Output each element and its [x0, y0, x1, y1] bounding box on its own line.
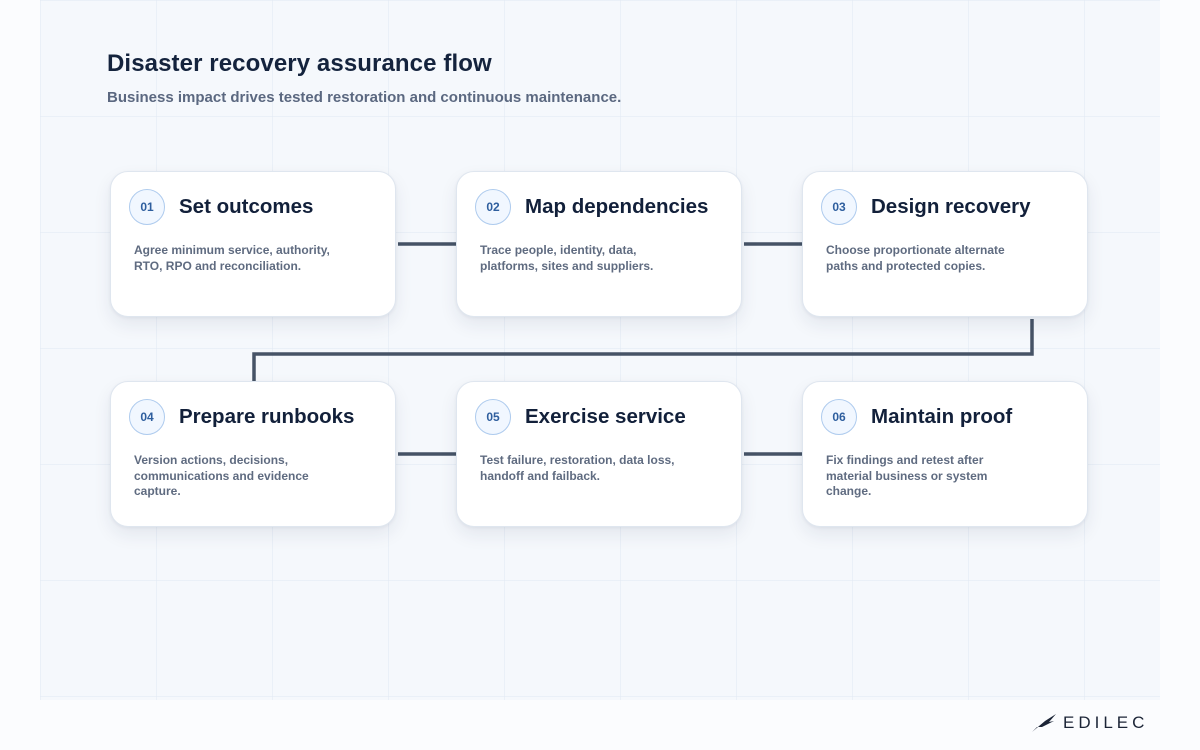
step-title: Prepare runbooks — [179, 405, 355, 428]
step-description: Agree minimum service, authority, RTO, R… — [134, 243, 330, 273]
page-subtitle: Business impact drives tested restoratio… — [107, 89, 622, 106]
step-title: Design recovery — [871, 195, 1031, 218]
diagram-canvas — [40, 0, 1160, 700]
step-title: Maintain proof — [871, 405, 1013, 428]
step-card-set-outcomes: 01 Set outcomes Agree minimum service, a… — [110, 171, 396, 317]
brand-logo: EDILEC — [1031, 711, 1148, 735]
connector-03-04 — [252, 319, 1034, 381]
step-card-maintain-proof: 06 Maintain proof Fix findings and retes… — [802, 381, 1088, 527]
step-number-badge: 05 — [475, 399, 511, 435]
step-number-badge: 02 — [475, 189, 511, 225]
step-description: Trace people, identity, data, platforms,… — [480, 243, 654, 273]
step-description: Version actions, decisions, communicatio… — [134, 453, 309, 498]
step-number-badge: 03 — [821, 189, 857, 225]
step-card-design-recovery: 03 Design recovery Choose proportionate … — [802, 171, 1088, 317]
step-card-exercise-service: 05 Exercise service Test failure, restor… — [456, 381, 742, 527]
brand-name: EDILEC — [1063, 713, 1149, 732]
step-number-badge: 06 — [821, 399, 857, 435]
step-number-badge: 01 — [129, 189, 165, 225]
step-title: Map dependencies — [525, 195, 709, 218]
bird-wing-logo-icon — [1032, 714, 1056, 732]
step-description: Choose proportionate alternate paths and… — [826, 243, 1005, 273]
step-card-map-dependencies: 02 Map dependencies Trace people, identi… — [456, 171, 742, 317]
step-card-prepare-runbooks: 04 Prepare runbooks Version actions, dec… — [110, 381, 396, 527]
step-description: Test failure, restoration, data loss, ha… — [480, 453, 675, 483]
step-title: Set outcomes — [179, 195, 314, 218]
step-title: Exercise service — [525, 405, 686, 428]
step-description: Fix findings and retest after material b… — [826, 453, 988, 498]
page-title: Disaster recovery assurance flow — [107, 50, 492, 77]
step-number-badge: 04 — [129, 399, 165, 435]
